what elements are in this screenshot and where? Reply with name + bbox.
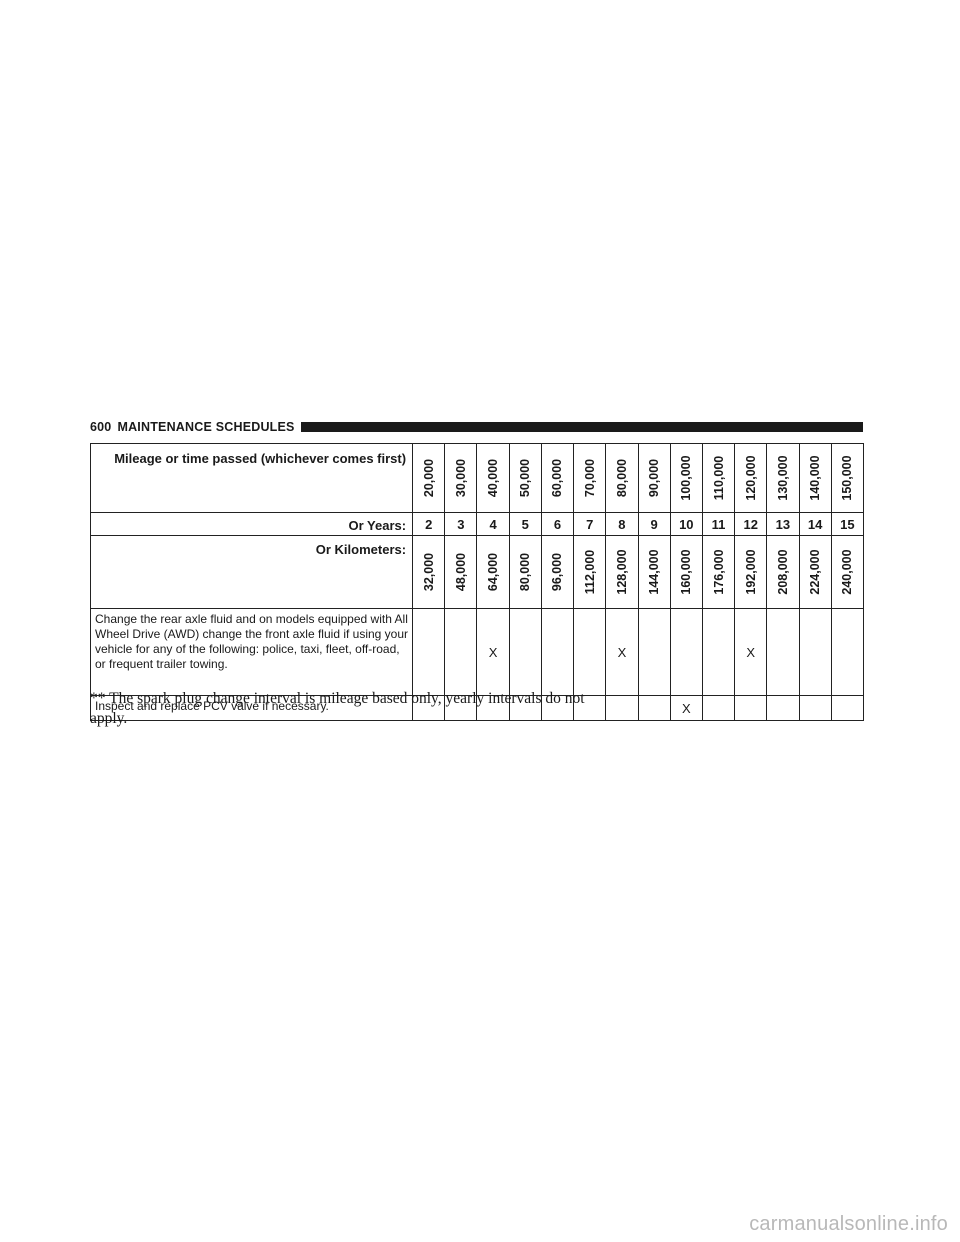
kilometers-cell: 32,000 (412, 535, 446, 609)
service-mark (766, 695, 800, 721)
service-mark (476, 695, 510, 721)
years-cell: 9 (637, 512, 671, 536)
service-mark (540, 695, 575, 721)
service-mark (573, 695, 607, 721)
mileage-cell: 100,000 (669, 443, 703, 513)
page-header: 600 MAINTENANCE SCHEDULES (90, 418, 863, 436)
section-title: MAINTENANCE SCHEDULES (117, 420, 295, 434)
table-row: Inspect and replace PCV valve if necessa… (89, 695, 865, 721)
footnote: ** The spark plug change interval is mil… (90, 690, 585, 727)
mileage-cell: 40,000 (476, 443, 510, 513)
service-mark (412, 695, 446, 721)
mileage-cell: 90,000 (637, 443, 671, 513)
mileage-cell: 120,000 (734, 443, 768, 513)
service-item-text: Change the rear axle fluid and on models… (89, 608, 414, 696)
kilometers-cell: 48,000 (444, 535, 478, 609)
years-cell: 14 (798, 512, 832, 536)
mileage-cell: 150,000 (830, 443, 865, 513)
service-mark (701, 608, 736, 696)
kilometers-cell: 192,000 (734, 535, 768, 609)
years-cell: 6 (540, 512, 575, 536)
service-mark (701, 695, 736, 721)
service-mark: X (476, 608, 510, 696)
years-cell: 5 (508, 512, 542, 536)
kilometers-cell: 128,000 (605, 535, 639, 609)
kilometers-cell: 208,000 (766, 535, 800, 609)
maintenance-schedule-table: Mileage or time passed (whichever comes … (89, 443, 865, 721)
years-cell: 2 (412, 512, 446, 536)
kilometers-cell: 160,000 (669, 535, 703, 609)
years-row: Or Years: 2 3 4 5 6 7 8 9 10 11 12 13 14… (89, 512, 865, 536)
mileage-cell: 20,000 (412, 443, 446, 513)
mileage-row: Mileage or time passed (whichever comes … (89, 443, 865, 513)
service-mark (605, 695, 639, 721)
service-mark (830, 608, 865, 696)
years-cell: 11 (701, 512, 736, 536)
service-mark (540, 608, 575, 696)
years-cell: 8 (605, 512, 639, 536)
service-mark (766, 608, 800, 696)
service-mark (669, 608, 703, 696)
kilometers-cell: 144,000 (637, 535, 671, 609)
years-cell: 12 (734, 512, 768, 536)
service-mark (798, 608, 832, 696)
service-mark (798, 695, 832, 721)
mileage-cell: 130,000 (766, 443, 800, 513)
years-cell: 3 (444, 512, 478, 536)
kilometers-cell: 64,000 (476, 535, 510, 609)
kilometers-cell: 176,000 (701, 535, 736, 609)
header-rule (300, 422, 863, 432)
mileage-cell: 140,000 (798, 443, 832, 513)
service-mark (444, 608, 478, 696)
service-mark (444, 695, 478, 721)
service-mark (637, 695, 671, 721)
years-cell: 10 (669, 512, 703, 536)
service-mark (830, 695, 865, 721)
mileage-cell: 80,000 (605, 443, 639, 513)
service-mark (508, 608, 542, 696)
years-cell: 13 (766, 512, 800, 536)
service-mark (412, 608, 446, 696)
years-cell: 7 (573, 512, 607, 536)
watermark: carmanualsonline.info (749, 1213, 948, 1235)
service-mark: X (734, 608, 768, 696)
table-row: Change the rear axle fluid and on models… (89, 608, 865, 696)
years-cell: 4 (476, 512, 510, 536)
years-cell: 15 (830, 512, 865, 536)
mileage-cell: 60,000 (540, 443, 575, 513)
kilometers-cell: 80,000 (508, 535, 542, 609)
mileage-cell: 110,000 (701, 443, 736, 513)
service-mark: X (669, 695, 703, 721)
page-number: 600 (90, 420, 112, 434)
service-mark (637, 608, 671, 696)
kilometers-cell: 240,000 (830, 535, 865, 609)
years-label: Or Years: (89, 512, 414, 536)
mileage-cell: 30,000 (444, 443, 478, 513)
service-mark (573, 608, 607, 696)
kilometers-cell: 96,000 (540, 535, 575, 609)
kilometers-cell: 224,000 (798, 535, 832, 609)
service-mark: X (605, 608, 639, 696)
kilometers-row: Or Kilometers: 32,000 48,000 64,000 80,0… (89, 535, 865, 609)
mileage-label: Mileage or time passed (whichever comes … (89, 443, 414, 513)
service-mark (734, 695, 768, 721)
kilometers-cell: 112,000 (573, 535, 607, 609)
kilometers-label: Or Kilometers: (89, 535, 414, 609)
service-item-text: Inspect and replace PCV valve if necessa… (89, 695, 414, 721)
mileage-cell: 70,000 (573, 443, 607, 513)
mileage-cell: 50,000 (508, 443, 542, 513)
service-mark (508, 695, 542, 721)
